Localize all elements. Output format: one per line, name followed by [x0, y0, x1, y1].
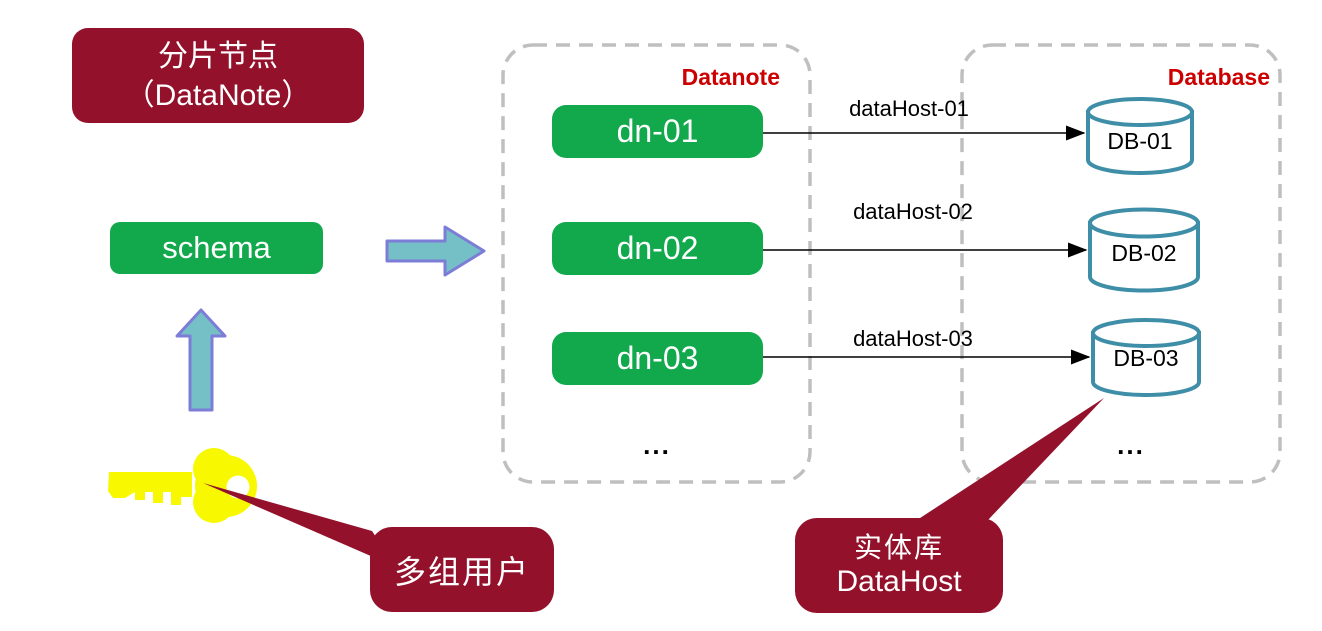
db-01-label: DB-01	[1107, 128, 1173, 154]
node-dn-02: dn-02	[552, 222, 763, 275]
right-block-arrow-icon	[385, 225, 486, 277]
callout-users: 多组用户	[370, 527, 554, 612]
connector-label-datahost-01: dataHost-01	[849, 96, 969, 121]
database-ellipsis: ...	[1117, 430, 1145, 460]
datanote-group-container	[501, 43, 812, 484]
datanote-group-label: Datanote	[681, 64, 780, 90]
title-box: 分片节点 （DataNote）	[72, 28, 364, 123]
callout-datahost-line1: 实体库	[853, 530, 944, 564]
callout-datahost-line2: DataHost	[836, 565, 962, 599]
title-line2: （DataNote）	[124, 78, 312, 112]
database-group-container	[960, 43, 1282, 484]
db-03-label: DB-03	[1113, 345, 1179, 371]
callout-users-pointer	[203, 483, 396, 567]
database-group-label: Database	[1167, 64, 1270, 90]
connector-label-datahost-03: dataHost-03	[853, 326, 973, 351]
node-dn-03: dn-03	[552, 332, 763, 385]
up-block-arrow-icon	[175, 308, 227, 412]
db-02-label: DB-02	[1111, 240, 1177, 266]
schema-node: schema	[110, 222, 323, 274]
title-line1: 分片节点	[158, 39, 278, 73]
db-cylinder-03	[1091, 318, 1201, 397]
db-cylinder-01	[1086, 97, 1194, 175]
callout-datahost: 实体库 DataHost	[795, 518, 1003, 613]
key-icon	[108, 448, 257, 523]
node-dn-01: dn-01	[552, 105, 763, 158]
connector-label-datahost-02: dataHost-02	[853, 199, 973, 224]
datanote-ellipsis: ...	[643, 430, 671, 460]
db-cylinder-02	[1088, 207, 1200, 293]
callout-datahost-pointer	[917, 398, 1104, 520]
